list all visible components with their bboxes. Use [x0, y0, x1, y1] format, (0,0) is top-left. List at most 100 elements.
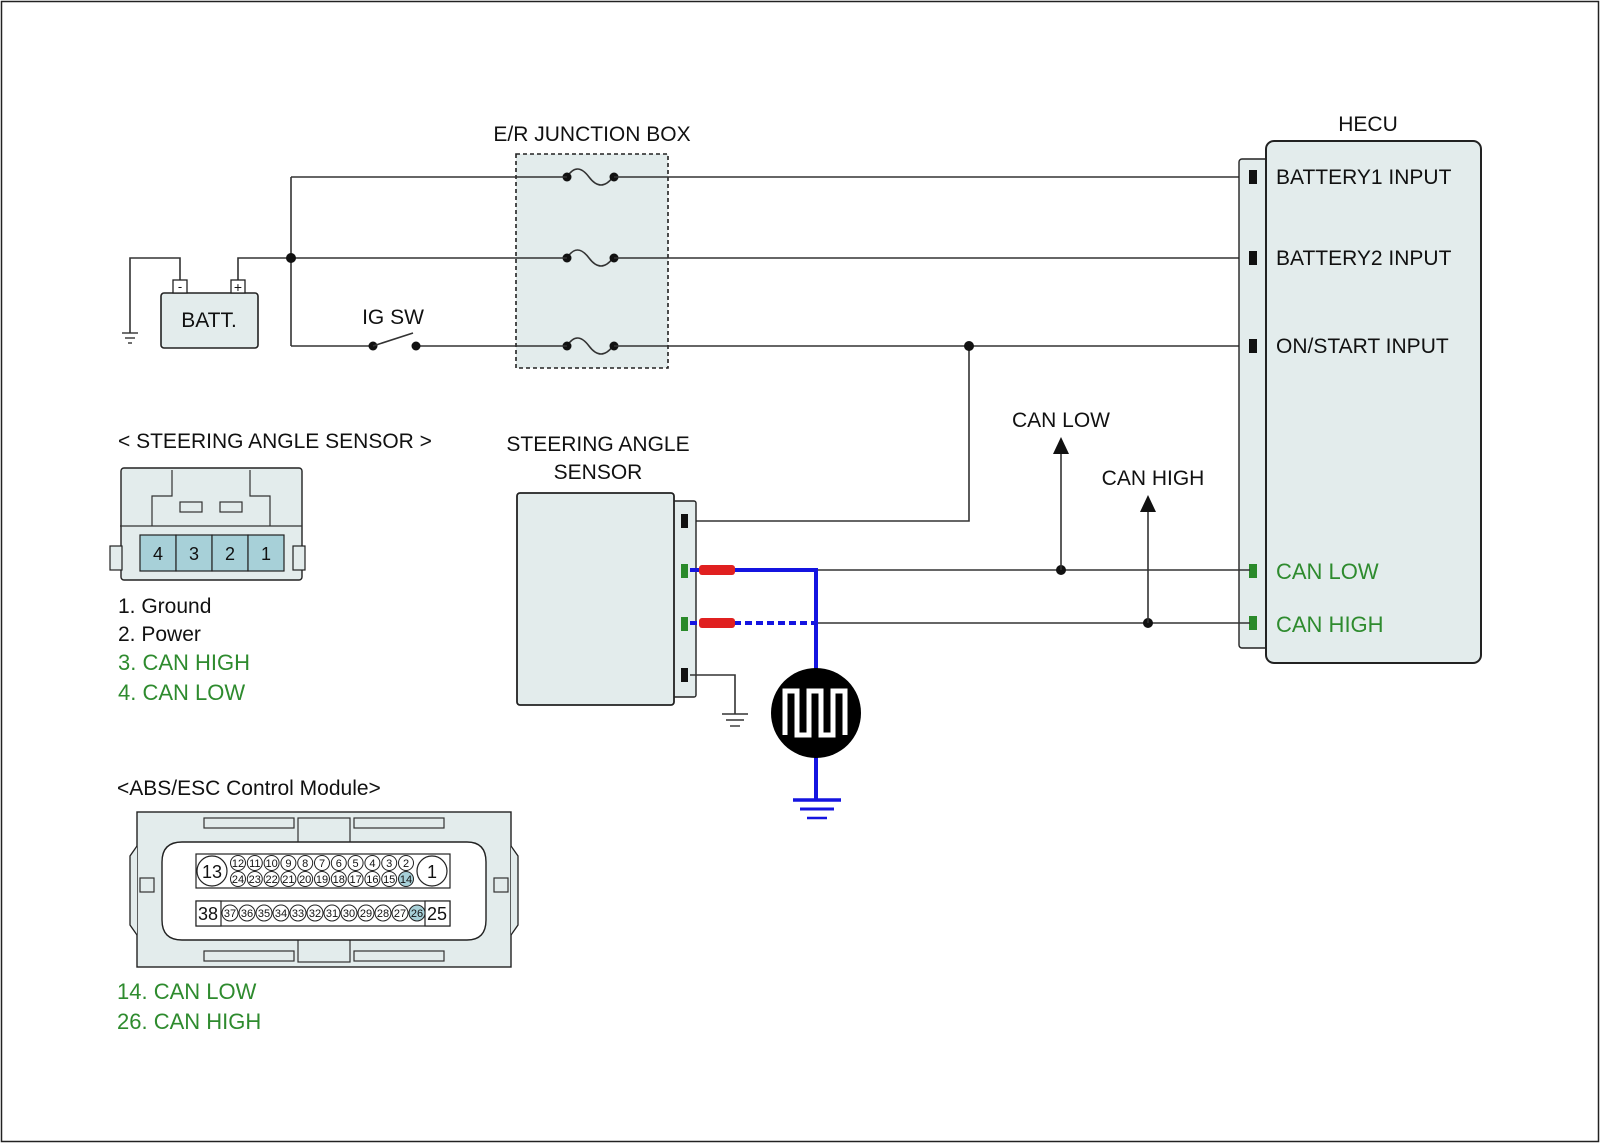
sas-pin-1 — [247, 534, 285, 572]
abs-pin-4 — [364, 855, 381, 871]
sas-pin-3 — [175, 534, 213, 572]
can-high-arrow-icon — [1140, 495, 1156, 512]
ig-switch-label: IG SW — [362, 306, 424, 329]
abs-pin-label-34: 34 — [275, 908, 287, 920]
sensor-title-line1: STEERING ANGLE — [506, 433, 689, 456]
abs-connector-title: <ABS/ESC Control Module> — [117, 777, 381, 800]
abs-pin-label-17: 17 — [349, 874, 361, 886]
battery: - + BATT. — [160, 279, 259, 349]
abs-pin-34 — [272, 904, 290, 922]
abs-pin-32 — [306, 904, 324, 922]
abs-pin-24 — [230, 871, 246, 887]
abs-pin-22 — [263, 871, 280, 887]
hecu-label-battery1: BATTERY1 INPUT — [1276, 166, 1452, 189]
abs-pin-10 — [263, 855, 280, 871]
abs-pin-label-21: 21 — [282, 874, 294, 886]
can-high-arrow-label: CAN HIGH — [1102, 467, 1205, 490]
abs-pin-6 — [330, 855, 347, 871]
svg-text:4: 4 — [153, 544, 163, 564]
hecu-pin-battery2 — [1249, 251, 1257, 265]
abs-pin-8 — [297, 855, 314, 871]
abs-pin-label-24: 24 — [232, 874, 244, 886]
junction-box: E/R JUNCTION BOX — [493, 123, 691, 369]
abs-pin-label-33: 33 — [292, 908, 304, 920]
abs-pin-label-35: 35 — [258, 908, 270, 920]
hecu-title: HECU — [1338, 113, 1398, 136]
abs-pin-1 — [416, 855, 448, 887]
abs-pin-26 — [408, 904, 426, 922]
abs-pin-17 — [347, 871, 364, 887]
sas-legend-1: 1. Ground — [118, 595, 211, 618]
sensor-pin-can-low — [681, 564, 688, 578]
abs-pin-label-8: 8 — [302, 858, 308, 870]
sas-pin-4 — [139, 534, 177, 572]
svg-text:13: 13 — [202, 862, 222, 882]
junction-box-title: E/R JUNCTION BOX — [493, 123, 690, 146]
sas-legend-2: 2. Power — [118, 623, 201, 646]
svg-text:2: 2 — [225, 544, 235, 564]
abs-pin-label-4: 4 — [369, 858, 375, 870]
power-wiring — [122, 176, 1250, 522]
sensor-pin-power — [681, 514, 688, 528]
sensor-body — [516, 492, 675, 706]
abs-pin-36 — [238, 904, 256, 922]
sas-legend-4: 4. CAN LOW — [118, 680, 245, 705]
can-low-arrow-label: CAN LOW — [1012, 409, 1110, 432]
abs-pin-label-15: 15 — [383, 874, 395, 886]
abs-pin-12 — [230, 855, 246, 871]
abs-pin-label-37: 37 — [224, 908, 236, 920]
abs-pin-23 — [246, 871, 263, 887]
abs-pin-label-29: 29 — [360, 908, 372, 920]
abs-pin-label-32: 32 — [309, 908, 321, 920]
hecu-label-on-start: ON/START INPUT — [1276, 335, 1449, 358]
abs-legend-26: 26. CAN HIGH — [117, 1009, 261, 1034]
abs-pin-label-11: 11 — [249, 858, 260, 870]
abs-pin-label-19: 19 — [316, 874, 328, 886]
abs-pin-29 — [357, 904, 375, 922]
abs-pin-38 — [195, 900, 222, 927]
abs-pin-label-5: 5 — [353, 858, 359, 870]
abs-pin-label-28: 28 — [377, 908, 389, 920]
svg-text:3: 3 — [189, 544, 199, 564]
svg-text:38: 38 — [198, 904, 218, 924]
abs-pin-label-14: 14 — [400, 874, 412, 886]
abs-pin-label-23: 23 — [249, 874, 261, 886]
svg-text:-: - — [178, 279, 182, 294]
abs-pin-33 — [289, 904, 307, 922]
hecu-label-battery2: BATTERY2 INPUT — [1276, 247, 1452, 270]
can-low-arrow-icon — [1053, 437, 1069, 454]
can-low-shield-tip — [699, 565, 735, 575]
hecu-label-can-high: CAN HIGH — [1276, 612, 1384, 637]
abs-pin-19 — [314, 871, 330, 887]
abs-pin-label-12: 12 — [232, 858, 244, 870]
can-high-shield-tip — [699, 618, 735, 628]
hecu-body — [1265, 140, 1482, 664]
abs-pin-13 — [196, 855, 228, 887]
abs-pin-27 — [391, 904, 409, 922]
abs-pin-label-26: 26 — [411, 908, 423, 920]
abs-pin-label-36: 36 — [241, 908, 253, 920]
abs-pin-28 — [374, 904, 392, 922]
battery-label: BATT. — [181, 309, 237, 332]
sensor-pin-ground — [681, 668, 688, 682]
abs-pin-label-10: 10 — [265, 858, 277, 870]
abs-pin-35 — [255, 904, 273, 922]
abs-pin-21 — [280, 871, 297, 887]
abs-pin-14 — [398, 871, 414, 887]
abs-pin-7 — [314, 855, 330, 871]
abs-pin-16 — [364, 871, 381, 887]
abs-pin-label-16: 16 — [366, 874, 378, 886]
abs-pin-label-3: 3 — [386, 858, 392, 870]
svg-text:1: 1 — [427, 862, 437, 882]
sas-legend-3: 3. CAN HIGH — [118, 650, 250, 675]
abs-pin-label-7: 7 — [319, 858, 325, 870]
hecu-module: HECU BATTERY1 INPUT BATTERY2 INPUT ON/ST… — [1238, 113, 1482, 664]
abs-pin-5 — [347, 855, 364, 871]
can-bus-wiring: CAN LOW CAN HIGH — [690, 409, 1250, 820]
steering-angle-sensor: STEERING ANGLE SENSOR — [506, 433, 748, 727]
ig-switch: IG SW — [362, 306, 424, 351]
abs-pin-18 — [330, 871, 347, 887]
hecu-pin-battery1 — [1249, 170, 1257, 184]
abs-pin-label-18: 18 — [333, 874, 345, 886]
